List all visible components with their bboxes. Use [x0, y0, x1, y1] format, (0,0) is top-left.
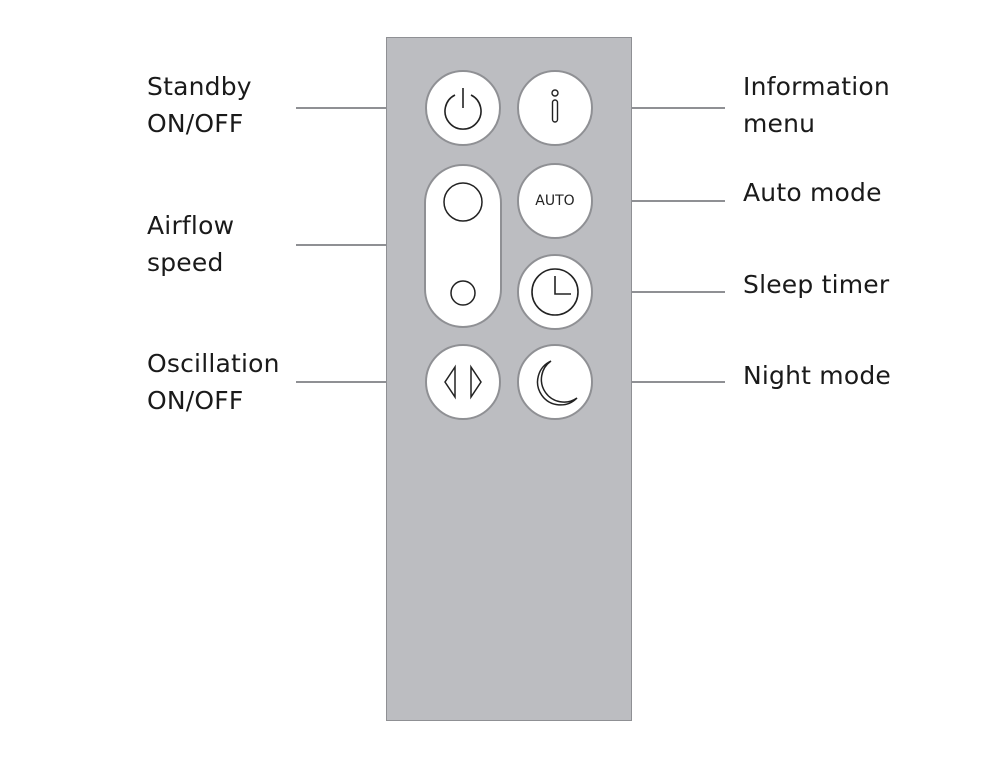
auto-mode-label: Auto mode [743, 178, 882, 207]
info-icon [551, 89, 559, 123]
information-label-line2: menu [743, 109, 816, 138]
power-icon [444, 88, 482, 130]
standby-label-line1: Standby [147, 72, 252, 101]
oscillation-label-line1: Oscillation [147, 349, 280, 378]
auto-label: AUTO [535, 193, 575, 209]
sleep-timer-button[interactable] [517, 254, 593, 330]
clock-icon [531, 268, 579, 316]
information-leader-line [632, 107, 725, 109]
airflow-speed-button[interactable] [424, 164, 502, 328]
oscillation-button[interactable] [425, 344, 501, 420]
oscillation-icon [444, 364, 482, 400]
night-leader-line [632, 381, 725, 383]
information-button[interactable] [517, 70, 593, 146]
information-label: Information menu [743, 68, 890, 142]
standby-button[interactable] [425, 70, 501, 146]
sleep-timer-label: Sleep timer [743, 270, 890, 299]
moon-icon [536, 360, 578, 406]
night-mode-label: Night mode [743, 361, 892, 390]
oscillation-label-line2: ON/OFF [147, 386, 244, 415]
airflow-leader-line [296, 244, 386, 246]
standby-label-line2: ON/OFF [147, 109, 244, 138]
airflow-label: Airflow speed [147, 207, 234, 281]
airflow-label-line1: Airflow [147, 211, 235, 240]
sleep-leader-line [632, 291, 725, 293]
remote-control-body [386, 37, 632, 721]
airflow-icon [443, 182, 483, 306]
standby-leader-line [296, 107, 386, 109]
night-mode-button[interactable] [517, 344, 593, 420]
auto-leader-line [632, 200, 725, 202]
airflow-label-line2: speed [147, 248, 224, 277]
auto-mode-button[interactable]: AUTO [517, 163, 593, 239]
information-label-line1: Information [743, 72, 890, 101]
oscillation-leader-line [296, 381, 386, 383]
